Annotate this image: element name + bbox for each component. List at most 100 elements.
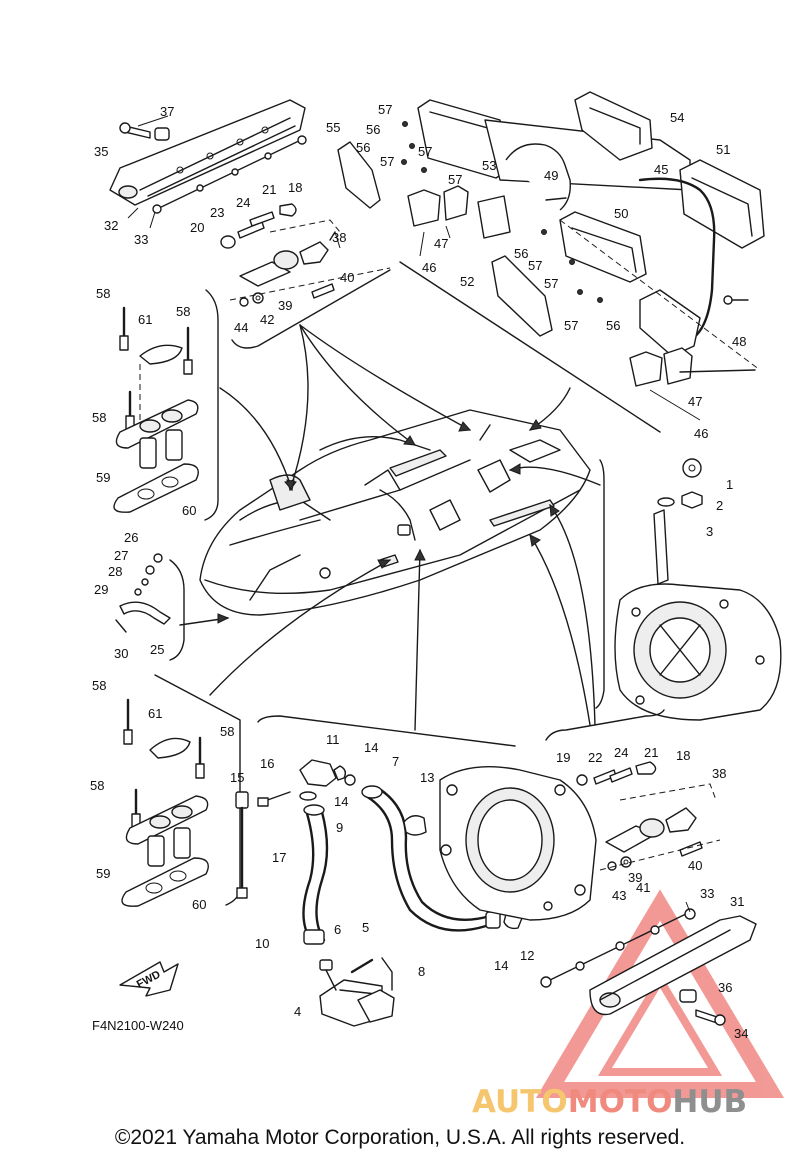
callout-number: 11 (326, 732, 340, 747)
callout-number: 57 (378, 102, 392, 117)
callout-number: 57 (528, 258, 542, 273)
callout-number: 57 (544, 276, 558, 291)
callout-number: 38 (712, 766, 726, 781)
callout-number: 33 (700, 886, 714, 901)
watermark-part-hub: HUB (672, 1084, 748, 1120)
callout-number: 41 (636, 880, 650, 895)
callout-number: 54 (670, 110, 684, 125)
callout-number: 59 (96, 470, 110, 485)
watermark-part-auto: AUTO (472, 1084, 568, 1120)
callout-number: 58 (176, 304, 190, 319)
callout-number: 14 (494, 958, 508, 973)
callout-numbers: 1 2 3 4 5 6 7 8 9 10 11 12 13 14 14 14 1… (90, 102, 748, 1041)
watercraft-hull (199, 409, 591, 616)
callout-number: 58 (220, 724, 234, 739)
callout-number: 2 (716, 498, 723, 513)
copyright-notice: ©2021 Yamaha Motor Corporation, U.S.A. A… (114, 1126, 686, 1149)
callout-number: 56 (366, 122, 380, 137)
callout-number: 58 (90, 778, 104, 793)
callout-number: 50 (614, 206, 628, 221)
callout-number: 14 (334, 794, 348, 809)
top-right-panel-assembly (337, 91, 765, 433)
callout-number: 24 (614, 745, 628, 760)
callout-number: 21 (644, 745, 658, 760)
callout-number: 12 (520, 948, 534, 963)
cleat-assembly-lower (121, 674, 241, 907)
callout-number: 45 (654, 162, 668, 177)
callout-number: 57 (418, 144, 432, 159)
callout-number: 13 (420, 770, 434, 785)
callout-number: 14 (364, 740, 378, 755)
callout-number: 56 (356, 140, 370, 155)
callout-number: 9 (336, 820, 343, 835)
callout-number: 18 (288, 180, 302, 195)
callout-number: 19 (556, 750, 570, 765)
callout-number: 35 (94, 144, 108, 159)
callout-number: 16 (260, 756, 274, 771)
callout-number: 57 (448, 172, 462, 187)
callout-number: 21 (262, 182, 276, 197)
callout-number: 61 (138, 312, 152, 327)
top-bracket-assembly (220, 203, 391, 349)
callout-number: 60 (182, 503, 196, 518)
callout-number: 25 (150, 642, 164, 657)
callout-number: 59 (96, 866, 110, 881)
callout-number: 5 (362, 920, 369, 935)
callout-number: 38 (332, 230, 346, 245)
callout-number: 56 (514, 246, 528, 261)
callout-number: 46 (422, 260, 436, 275)
callout-number: 37 (160, 104, 174, 119)
callout-number: 33 (134, 232, 148, 247)
callout-number: 40 (688, 858, 702, 873)
callout-number: 29 (94, 582, 108, 597)
callout-number: 56 (606, 318, 620, 333)
callout-number: 51 (716, 142, 730, 157)
watermark-text: AUTOMOTOHUB (472, 1084, 747, 1120)
callout-number: 30 (114, 646, 128, 661)
callout-number: 46 (694, 426, 708, 441)
callout-number: 1 (726, 477, 733, 492)
callout-number: 4 (294, 1004, 301, 1019)
drain-hose-assembly (235, 715, 597, 1027)
callout-number: 34 (734, 1026, 748, 1041)
callout-number: 48 (732, 334, 746, 349)
callout-number: 57 (564, 318, 578, 333)
leader-arrows (179, 324, 601, 731)
callout-number: 49 (544, 168, 558, 183)
jet-pump-assembly (595, 458, 782, 721)
callout-number: 15 (230, 770, 244, 785)
callout-number: 32 (104, 218, 118, 233)
callout-number: 39 (628, 870, 642, 885)
callout-number: 39 (278, 298, 292, 313)
callout-number: 58 (96, 286, 110, 301)
callout-number: 53 (482, 158, 496, 173)
callout-number: 47 (688, 394, 702, 409)
callout-number: 60 (192, 897, 206, 912)
callout-number: 52 (460, 274, 474, 289)
tow-bracket-assembly (115, 553, 185, 661)
callout-number: 18 (676, 748, 690, 763)
callout-number: 8 (418, 964, 425, 979)
figure-code: F4N2100-W240 (92, 1018, 184, 1033)
callout-number: 20 (190, 220, 204, 235)
callout-number: 43 (612, 888, 626, 903)
callout-number: 58 (92, 678, 106, 693)
callout-number: 28 (108, 564, 122, 579)
callout-number: 58 (92, 410, 106, 425)
callout-number: 31 (730, 894, 744, 909)
callout-number: 6 (334, 922, 341, 937)
lower-right-assembly (540, 709, 757, 1026)
callout-number: 47 (434, 236, 448, 251)
callout-number: 10 (255, 936, 269, 951)
callout-number: 27 (114, 548, 128, 563)
callout-number: 57 (380, 154, 394, 169)
callout-number: 24 (236, 195, 250, 210)
watermark-part-moto: MOTO (567, 1084, 673, 1120)
callout-number: 55 (326, 120, 340, 135)
callout-number: 7 (392, 754, 399, 769)
cleat-assembly-upper (113, 289, 219, 521)
callout-number: 17 (272, 850, 286, 865)
callout-number: 23 (210, 205, 224, 220)
